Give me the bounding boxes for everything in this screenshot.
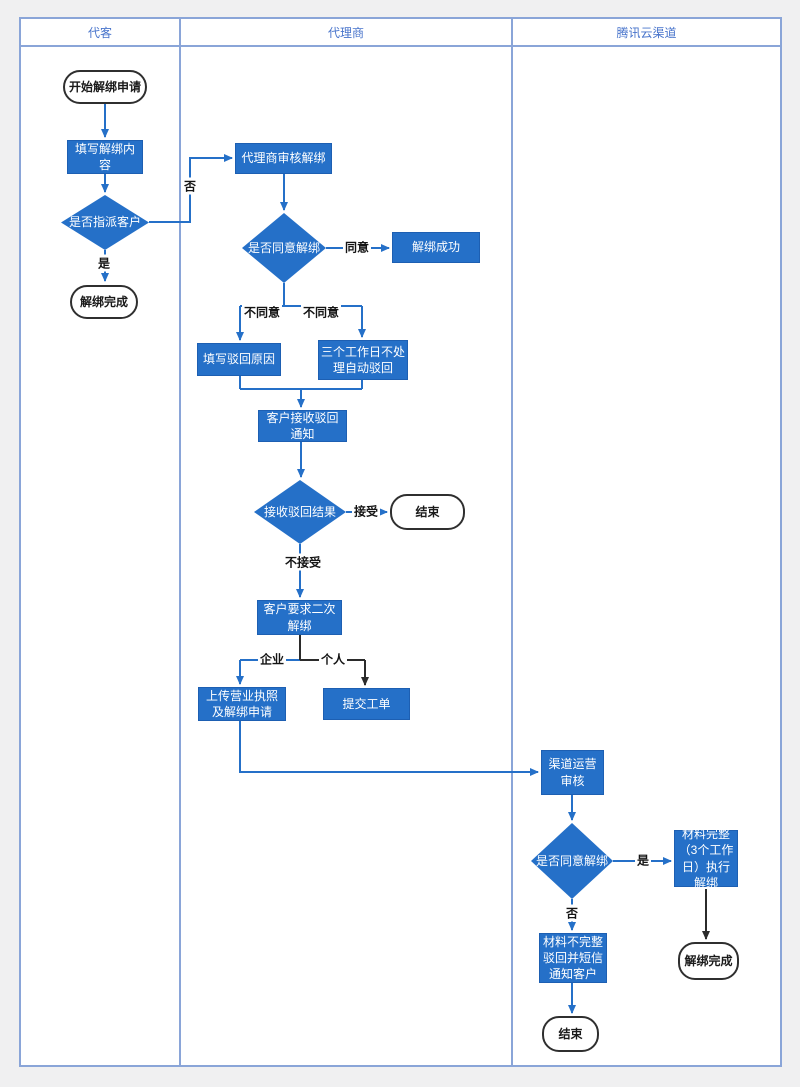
node-material-complete: 材料完整（3个工作日）执行解绑	[674, 827, 738, 890]
lane-divider-2	[511, 17, 513, 1067]
node-material-incomplete: 材料不完整驳回并短信通知客户	[539, 933, 607, 983]
edge-label-not-accept: 不接受	[282, 553, 324, 571]
node-receive-reject-notice: 客户接收驳回通知	[258, 410, 347, 442]
node-unbind-done-2: 解绑完成	[678, 942, 739, 980]
lane-divider-1	[179, 17, 181, 1067]
edge-label-no-2: 否	[563, 904, 581, 922]
lane-header-tencent-channel: 腾讯云渠道	[616, 25, 677, 40]
edge-label-yes-1: 是	[95, 254, 113, 272]
node-start: 开始解绑申请	[63, 70, 147, 104]
edge-label-agree: 同意	[342, 238, 372, 256]
edge-label-no-1: 否	[181, 177, 199, 195]
node-unbind-success: 解绑成功	[392, 232, 480, 263]
node-auto-reject: 三个工作日不处理自动驳回	[318, 340, 408, 380]
edge-label-yes-2: 是	[634, 851, 652, 869]
edge-label-accept: 接受	[351, 502, 381, 520]
node-fill-content: 填写解绑内容	[67, 140, 143, 174]
edge-label-enterprise: 企业	[257, 650, 287, 668]
lane-header-divider	[19, 45, 782, 47]
node-second-unbind: 客户要求二次解绑	[257, 600, 342, 635]
node-channel-review: 渠道运营审核	[541, 750, 604, 795]
node-agent-review: 代理商审核解绑	[235, 143, 332, 174]
node-end-1: 结束	[390, 494, 465, 530]
edge-label-disagree-left: 不同意	[241, 303, 283, 321]
edge-label-disagree-right: 不同意	[300, 303, 342, 321]
lane-header-agent: 代理商	[327, 25, 364, 40]
lane-header-customer: 代客	[87, 25, 112, 40]
diagram-frame	[19, 17, 782, 1067]
node-upload-license: 上传营业执照及解绑申请	[198, 687, 286, 721]
node-unbind-done-1: 解绑完成	[70, 285, 138, 319]
node-submit-ticket: 提交工单	[323, 688, 410, 720]
node-fill-reject-reason: 填写驳回原因	[197, 343, 281, 376]
node-end-2: 结束	[542, 1016, 599, 1052]
edge-label-personal: 个人	[318, 650, 348, 668]
